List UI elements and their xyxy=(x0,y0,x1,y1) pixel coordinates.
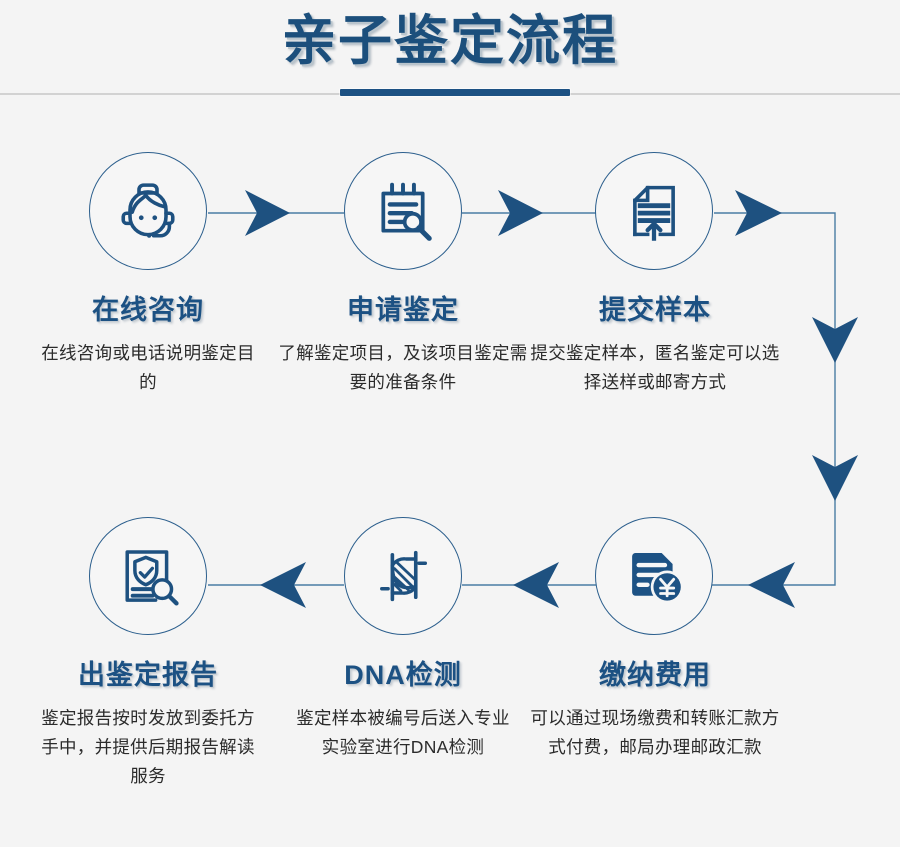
step-5-title: DNA检测 xyxy=(344,660,462,690)
report-shield-magnifier-icon xyxy=(113,541,183,611)
arrow-right-rail-upper xyxy=(812,317,858,363)
invoice-yuan-icon xyxy=(619,541,689,611)
step-node-dna-test[interactable]: DNA检测 鉴定样本被编号后送入专业实验室进行DNA检测 xyxy=(288,517,518,762)
step-3-title: 提交样本 xyxy=(599,295,711,325)
step-node-payment[interactable]: 缴纳费用 可以通过现场缴费和转账汇款方式付费，邮局办理邮政汇款 xyxy=(530,517,780,762)
dna-helix-icon xyxy=(369,542,437,610)
headset-operator-icon xyxy=(112,175,184,247)
step-1-description: 在线咨询或电话说明鉴定目的 xyxy=(41,343,255,392)
step-node-report[interactable]: 出鉴定报告 鉴定报告按时发放到委托方手中，并提供后期报告解读服务 xyxy=(33,517,263,791)
step-6-icon-circle xyxy=(89,517,207,635)
step-1-icon-circle xyxy=(89,152,207,270)
document-upload-icon xyxy=(620,177,688,245)
step-3-description: 提交鉴定样本，匿名鉴定可以选择送样或邮寄方式 xyxy=(530,343,780,392)
header: 亲子鉴定流程 xyxy=(0,0,900,100)
step-4-description: 可以通过现场缴费和转账汇款方式付费，邮局办理邮政汇款 xyxy=(530,708,780,757)
step-4-title: 缴纳费用 xyxy=(599,660,711,690)
step-5-icon-circle xyxy=(344,517,462,635)
page-title: 亲子鉴定流程 xyxy=(282,11,618,71)
step-5-description: 鉴定样本被编号后送入专业实验室进行DNA检测 xyxy=(296,708,510,757)
step-2-title: 申请鉴定 xyxy=(347,295,459,325)
step-6-title: 出鉴定报告 xyxy=(78,660,218,690)
step-2-icon-circle xyxy=(344,152,462,270)
step-node-online-consult[interactable]: 在线咨询 在线咨询或电话说明鉴定目的 xyxy=(33,152,263,397)
clipboard-magnifier-icon xyxy=(368,176,438,246)
step-node-submit-sample[interactable]: 提交样本 提交鉴定样本，匿名鉴定可以选择送样或邮寄方式 xyxy=(530,152,780,397)
step-4-icon-circle xyxy=(595,517,713,635)
step-6-description: 鉴定报告按时发放到委托方手中，并提供后期报告解读服务 xyxy=(41,708,255,786)
step-2-description: 了解鉴定项目，及该项目鉴定需要的准备条件 xyxy=(278,343,528,392)
step-node-apply[interactable]: 申请鉴定 了解鉴定项目，及该项目鉴定需要的准备条件 xyxy=(278,152,527,397)
arrow-right-rail-lower xyxy=(812,455,858,501)
header-accent-underline xyxy=(340,89,570,96)
step-3-icon-circle xyxy=(595,152,713,270)
step-1-title: 在线咨询 xyxy=(92,295,204,325)
